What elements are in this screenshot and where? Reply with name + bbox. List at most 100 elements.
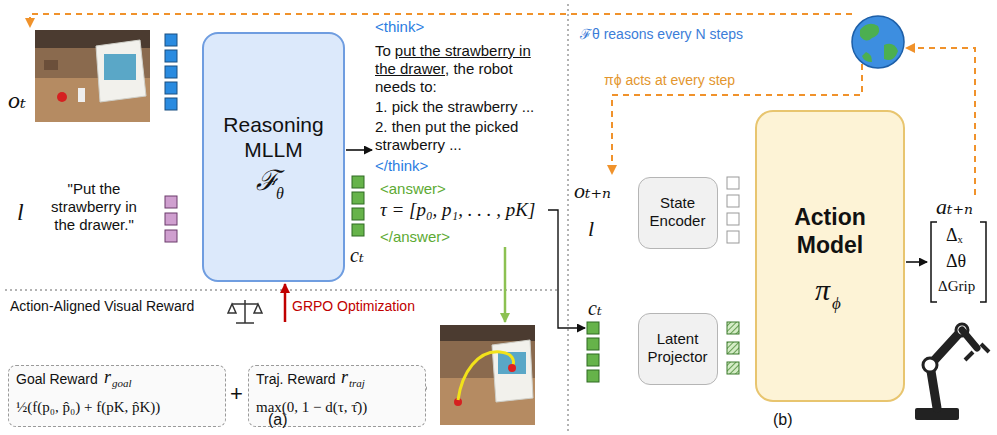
language-token <box>165 213 177 225</box>
reasoning-step: 1. pick the strawberry ... <box>375 98 565 116</box>
robot-arm-icon <box>965 344 989 360</box>
globe-icon <box>884 44 898 60</box>
balance-icon <box>228 300 262 323</box>
state-token <box>727 231 739 243</box>
visualize-arrow <box>504 247 507 322</box>
instruction-symbol: l <box>588 216 594 242</box>
globe-icon <box>852 16 904 68</box>
projector-name: Latent Projector <box>639 330 716 366</box>
latent-symbol: cₜ <box>350 243 364 267</box>
scene-photo <box>78 88 85 102</box>
frequency-note: ℱθ reasons every N steps <box>580 26 743 43</box>
language-token <box>165 196 177 208</box>
language-token <box>165 196 177 242</box>
symbol-subscript: ϕ <box>832 294 841 314</box>
projected-token <box>727 342 739 354</box>
symbol-subscript: goal <box>112 377 132 390</box>
trajectory-photo <box>440 325 535 425</box>
visual-token <box>165 34 177 46</box>
answer-tag: <answer> <box>380 180 446 198</box>
latent-connector <box>548 210 585 328</box>
panel-label: (a) <box>268 410 288 429</box>
reasoning-step: 2. then put the picked strawberry ... <box>375 118 560 154</box>
balance-icon <box>232 303 258 305</box>
action-component: ΔGrip <box>938 277 975 295</box>
observation-symbol: oₜ₊ₙ <box>574 178 611 204</box>
visual-token <box>165 50 177 62</box>
think-tag: <think> <box>375 18 424 36</box>
reasoning-paragraph: Toput the strawberry in the drawer, the … <box>375 42 535 96</box>
action-arrow <box>906 261 927 263</box>
projected-token <box>727 362 739 374</box>
reward-symbol: r <box>104 367 111 389</box>
latent-token <box>587 370 599 382</box>
panel-label: (b) <box>773 410 793 429</box>
reward-symbol: r <box>341 367 348 389</box>
instruction-text: "Put the strawberry in the drawer." <box>40 180 148 234</box>
visual-token <box>165 66 177 78</box>
plus-sign: + <box>230 381 243 407</box>
mllm-box: Reasoning MLLMℱθ <box>202 32 345 282</box>
visual-token <box>165 34 177 110</box>
observation-symbol: oₜ <box>8 86 26 115</box>
latent-token <box>352 208 364 220</box>
robot-arm-icon <box>962 330 977 348</box>
section-title: Action-Aligned Visual Reward <box>10 298 194 315</box>
reward-formula: ½(f(p₀, p̂₀) + f(pK, p̂K)) <box>16 398 160 416</box>
trajectory-formula: τ = [p₀, p₁, . . . , pK] <box>380 199 535 222</box>
model-symbol: π <box>815 272 830 308</box>
section-divider <box>5 289 560 291</box>
latent-token <box>587 322 599 334</box>
panel-divider <box>567 4 569 432</box>
trajectory-photo <box>440 325 535 341</box>
trajectory-photo <box>492 340 533 402</box>
output-arrow <box>346 149 372 151</box>
think-tag: </think> <box>375 157 428 175</box>
language-token <box>165 230 177 242</box>
latent-symbol: cₜ <box>588 296 602 320</box>
balance-icon <box>236 322 254 324</box>
model-symbol: ℱ <box>256 164 279 198</box>
visual-token <box>165 82 177 94</box>
trajectory-photo <box>440 325 535 425</box>
globe-icon <box>852 16 904 68</box>
state-token <box>727 177 739 189</box>
globe-icon <box>860 24 879 41</box>
reasoning-text: To <box>375 42 391 59</box>
state-token <box>727 195 739 207</box>
latent-token <box>587 354 599 366</box>
scene-photo <box>35 30 150 122</box>
scene-photo <box>96 40 146 102</box>
scene-photo <box>35 30 150 122</box>
model-name: Reasoning MLLM <box>204 112 343 162</box>
grpo-arrow <box>284 284 287 322</box>
action-symbol: aₜ₊ₙ <box>936 194 973 220</box>
latent-token <box>587 338 599 350</box>
projected-token <box>727 322 739 334</box>
trajectory-photo <box>508 364 516 372</box>
trajectory-photo <box>458 352 514 400</box>
encoder-box: State Encoder <box>638 177 718 249</box>
instruction-symbol: l <box>17 198 24 227</box>
reward-box: Goal Rewardrgoal½(f(p₀, p̂₀) + f(pK, p̂K… <box>8 365 226 427</box>
frequency-note: πϕ acts at every step <box>604 72 735 89</box>
latent-token <box>352 224 364 236</box>
scene-photo <box>104 54 136 80</box>
projector-box: Latent Projector <box>638 313 718 385</box>
scene-photo <box>57 92 67 102</box>
symbol-subscript: θ <box>276 184 284 203</box>
action-model-box: Action Model πϕ <box>755 110 905 402</box>
visual-token <box>165 98 177 110</box>
model-name: Action Model <box>770 204 890 259</box>
answer-tag: </answer> <box>380 228 450 246</box>
action-component: Δₓ <box>946 225 963 247</box>
encoder-name: State Encoder <box>639 194 716 230</box>
state-token <box>727 177 739 243</box>
balance-icon <box>228 304 262 313</box>
symbol-subscript: traj <box>349 377 365 390</box>
robot-arm-icon <box>915 324 989 420</box>
latent-token <box>352 192 364 204</box>
scene-photo <box>44 60 58 70</box>
projected-token <box>727 322 739 374</box>
